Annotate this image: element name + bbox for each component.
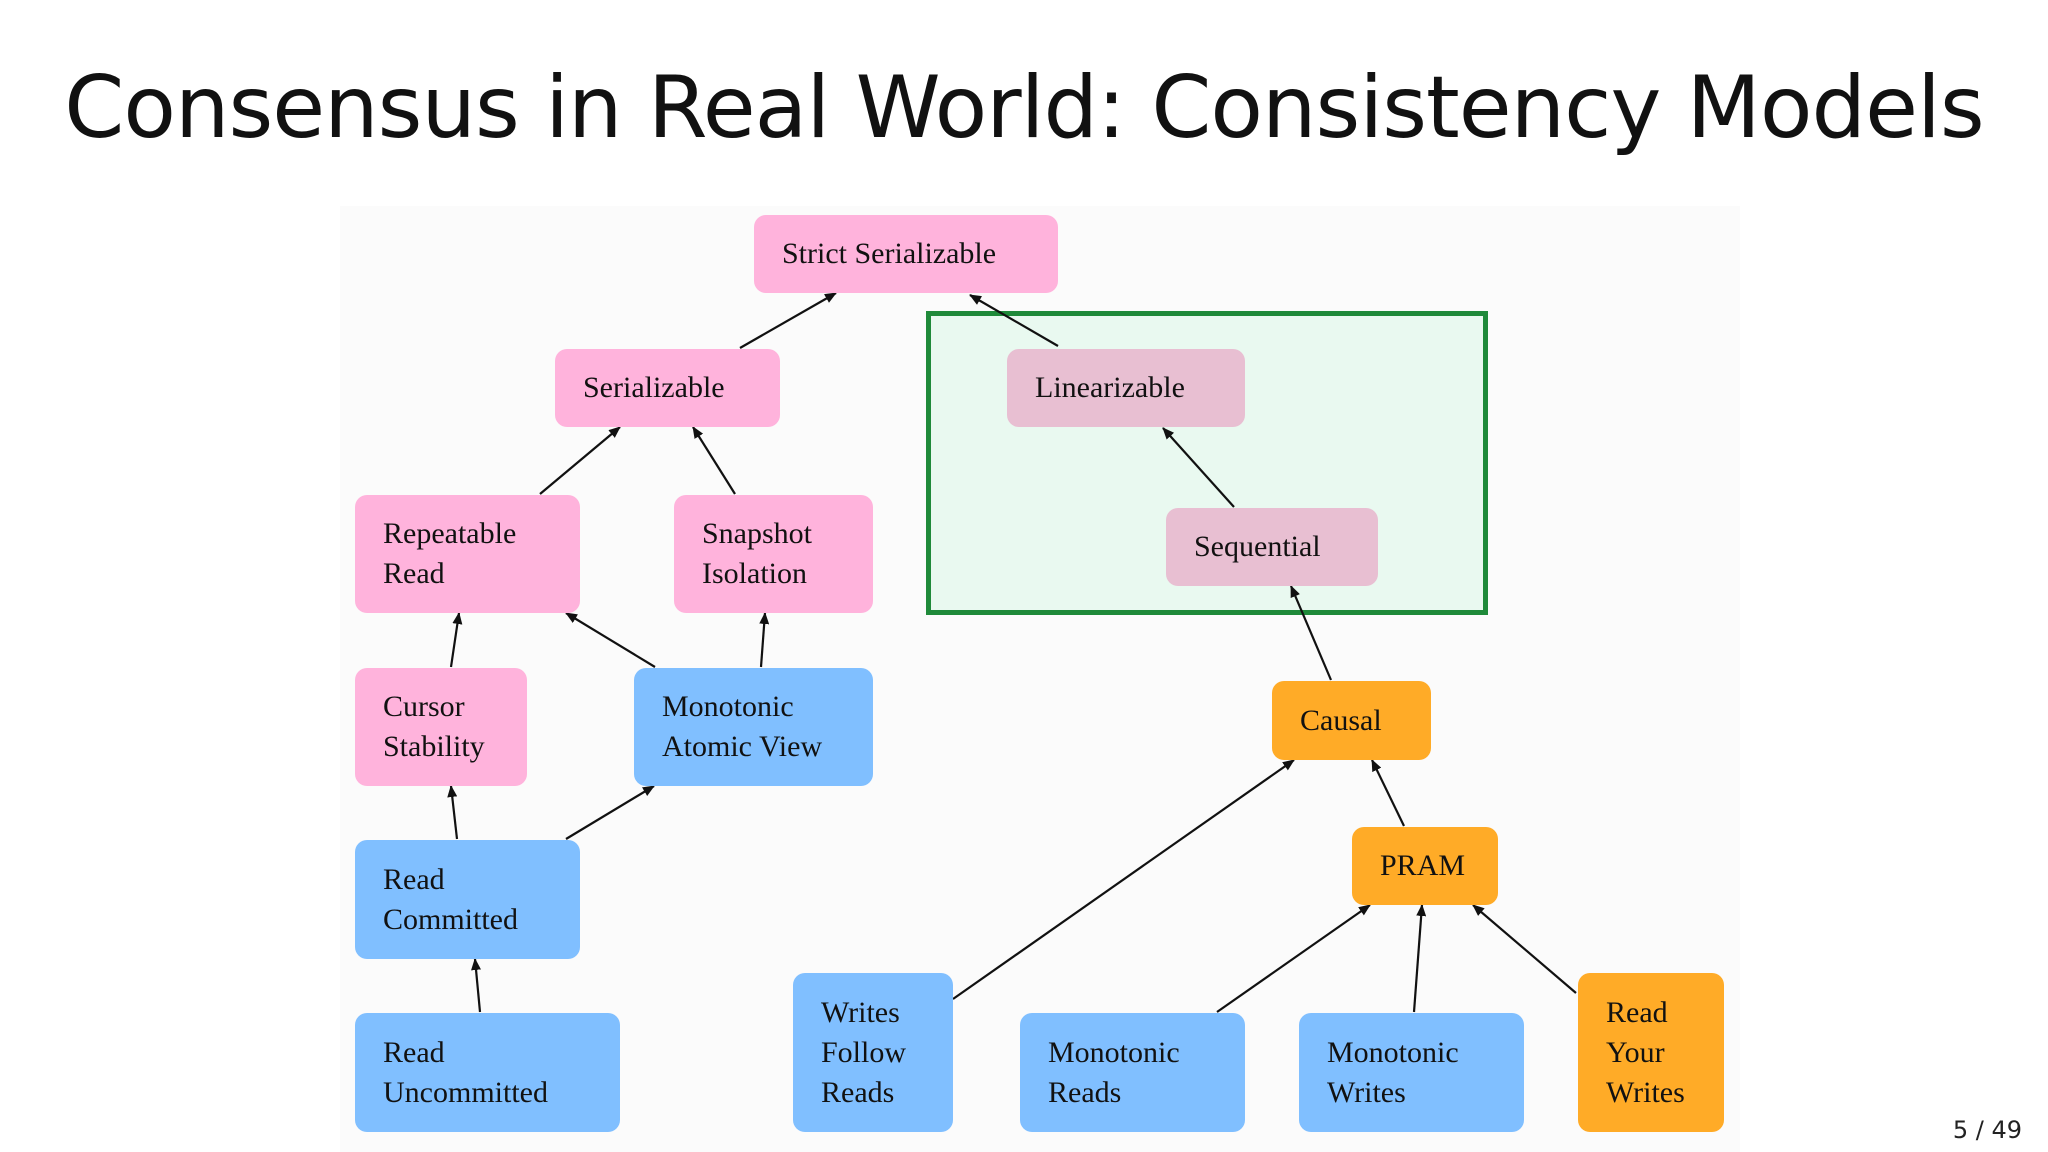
- node-strict-serializable: Strict Serializable: [754, 215, 1058, 293]
- node-read-your-writes-line-2: Your: [1606, 1035, 1665, 1069]
- node-causal: Causal: [1272, 681, 1431, 760]
- node-monotonic-writes: Monotonic Writes: [1299, 1013, 1524, 1132]
- slide-title: Consensus in Real World: Consistency Mod…: [64, 58, 1984, 158]
- edge-read-your-writes-to-pram: [1472, 904, 1577, 994]
- node-pram-line-1: PRAM: [1380, 849, 1466, 882]
- edge-writes-follow-reads-to-causal: [952, 759, 1295, 1000]
- edge-snapshot-isolation-to-serializable: [692, 426, 736, 495]
- node-read-uncommitted-line-2: Uncommitted: [383, 1075, 548, 1109]
- node-writes-follow-reads-line-3: Reads: [821, 1075, 895, 1109]
- node-repeatable-read-line-2: Read: [383, 557, 445, 590]
- node-snapshot-isolation-line-1: Snapshot: [702, 517, 813, 550]
- node-causal-line-1: Causal: [1300, 703, 1382, 737]
- edge-sequential-to-linearizable: [1162, 427, 1235, 508]
- edge-cursor-stability-to-repeatable-read: [449, 612, 463, 668]
- edge-monotonic-atomic-view-to-snapshot-isolation: [759, 612, 770, 668]
- node-read-uncommitted-line-1: Read: [383, 1035, 445, 1069]
- edge-repeatable-read-to-serializable: [539, 426, 621, 495]
- edge-monotonic-atomic-view-to-repeatable-read: [565, 612, 656, 668]
- node-read-committed: Read Committed: [355, 840, 580, 959]
- node-cursor-stability: Cursor Stability: [355, 668, 527, 786]
- node-writes-follow-reads: Writes Follow Reads: [793, 973, 953, 1132]
- node-pram: PRAM: [1352, 827, 1498, 905]
- node-monotonic-writes-line-2: Writes: [1327, 1075, 1406, 1109]
- node-read-your-writes: Read Your Writes: [1578, 973, 1724, 1132]
- node-cursor-stability-line-2: Stability: [383, 730, 485, 763]
- node-serializable: Serializable: [555, 349, 780, 427]
- node-linearizable-line-1: Linearizable: [1035, 371, 1185, 404]
- node-repeatable-read-line-1: Repeatable: [383, 517, 517, 550]
- node-writes-follow-reads-line-1: Writes: [821, 995, 900, 1029]
- node-read-committed-line-1: Read: [383, 862, 445, 896]
- node-read-uncommitted: Read Uncommitted: [355, 1013, 620, 1132]
- node-sequential-line-1: Sequential: [1194, 530, 1321, 563]
- node-snapshot-isolation: Snapshot Isolation: [674, 495, 873, 613]
- node-read-your-writes-line-3: Writes: [1606, 1075, 1685, 1109]
- edge-read-committed-to-monotonic-atomic-view: [565, 785, 655, 840]
- node-monotonic-reads-line-2: Reads: [1048, 1075, 1122, 1109]
- node-strict-serializable-line-1: Strict Serializable: [782, 237, 997, 270]
- node-read-committed-line-2: Committed: [383, 902, 518, 936]
- node-monotonic-reads: Monotonic Reads: [1020, 1013, 1245, 1132]
- node-monotonic-atomic-view-line-2: Atomic View: [662, 730, 823, 763]
- node-writes-follow-reads-line-2: Follow: [821, 1035, 907, 1069]
- node-repeatable-read: Repeatable Read: [355, 495, 580, 613]
- page-number: 5 / 49: [1952, 1116, 2022, 1144]
- node-snapshot-isolation-line-2: Isolation: [702, 557, 807, 590]
- edge-monotonic-writes-to-pram: [1412, 904, 1427, 1013]
- edge-linearizable-to-strict-serializable: [969, 294, 1059, 347]
- node-monotonic-reads-line-1: Monotonic: [1048, 1035, 1180, 1069]
- node-cursor-stability-line-1: Cursor: [383, 690, 465, 723]
- node-serializable-line-1: Serializable: [583, 371, 725, 404]
- node-linearizable: Linearizable: [1007, 349, 1245, 427]
- edge-serializable-to-strict-serializable: [739, 292, 837, 349]
- edge-causal-to-sequential: [1289, 585, 1333, 681]
- node-monotonic-atomic-view-line-1: Monotonic: [662, 690, 794, 723]
- node-monotonic-writes-line-1: Monotonic: [1327, 1035, 1459, 1069]
- node-read-your-writes-line-1: Read: [1606, 995, 1668, 1029]
- node-sequential: Sequential: [1166, 508, 1378, 586]
- edge-read-committed-to-cursor-stability: [447, 785, 459, 840]
- node-monotonic-atomic-view: Monotonic Atomic View: [634, 668, 873, 786]
- edge-read-uncommitted-to-read-committed: [471, 958, 482, 1013]
- edge-monotonic-reads-to-pram: [1216, 904, 1371, 1013]
- edge-pram-to-causal: [1371, 759, 1405, 827]
